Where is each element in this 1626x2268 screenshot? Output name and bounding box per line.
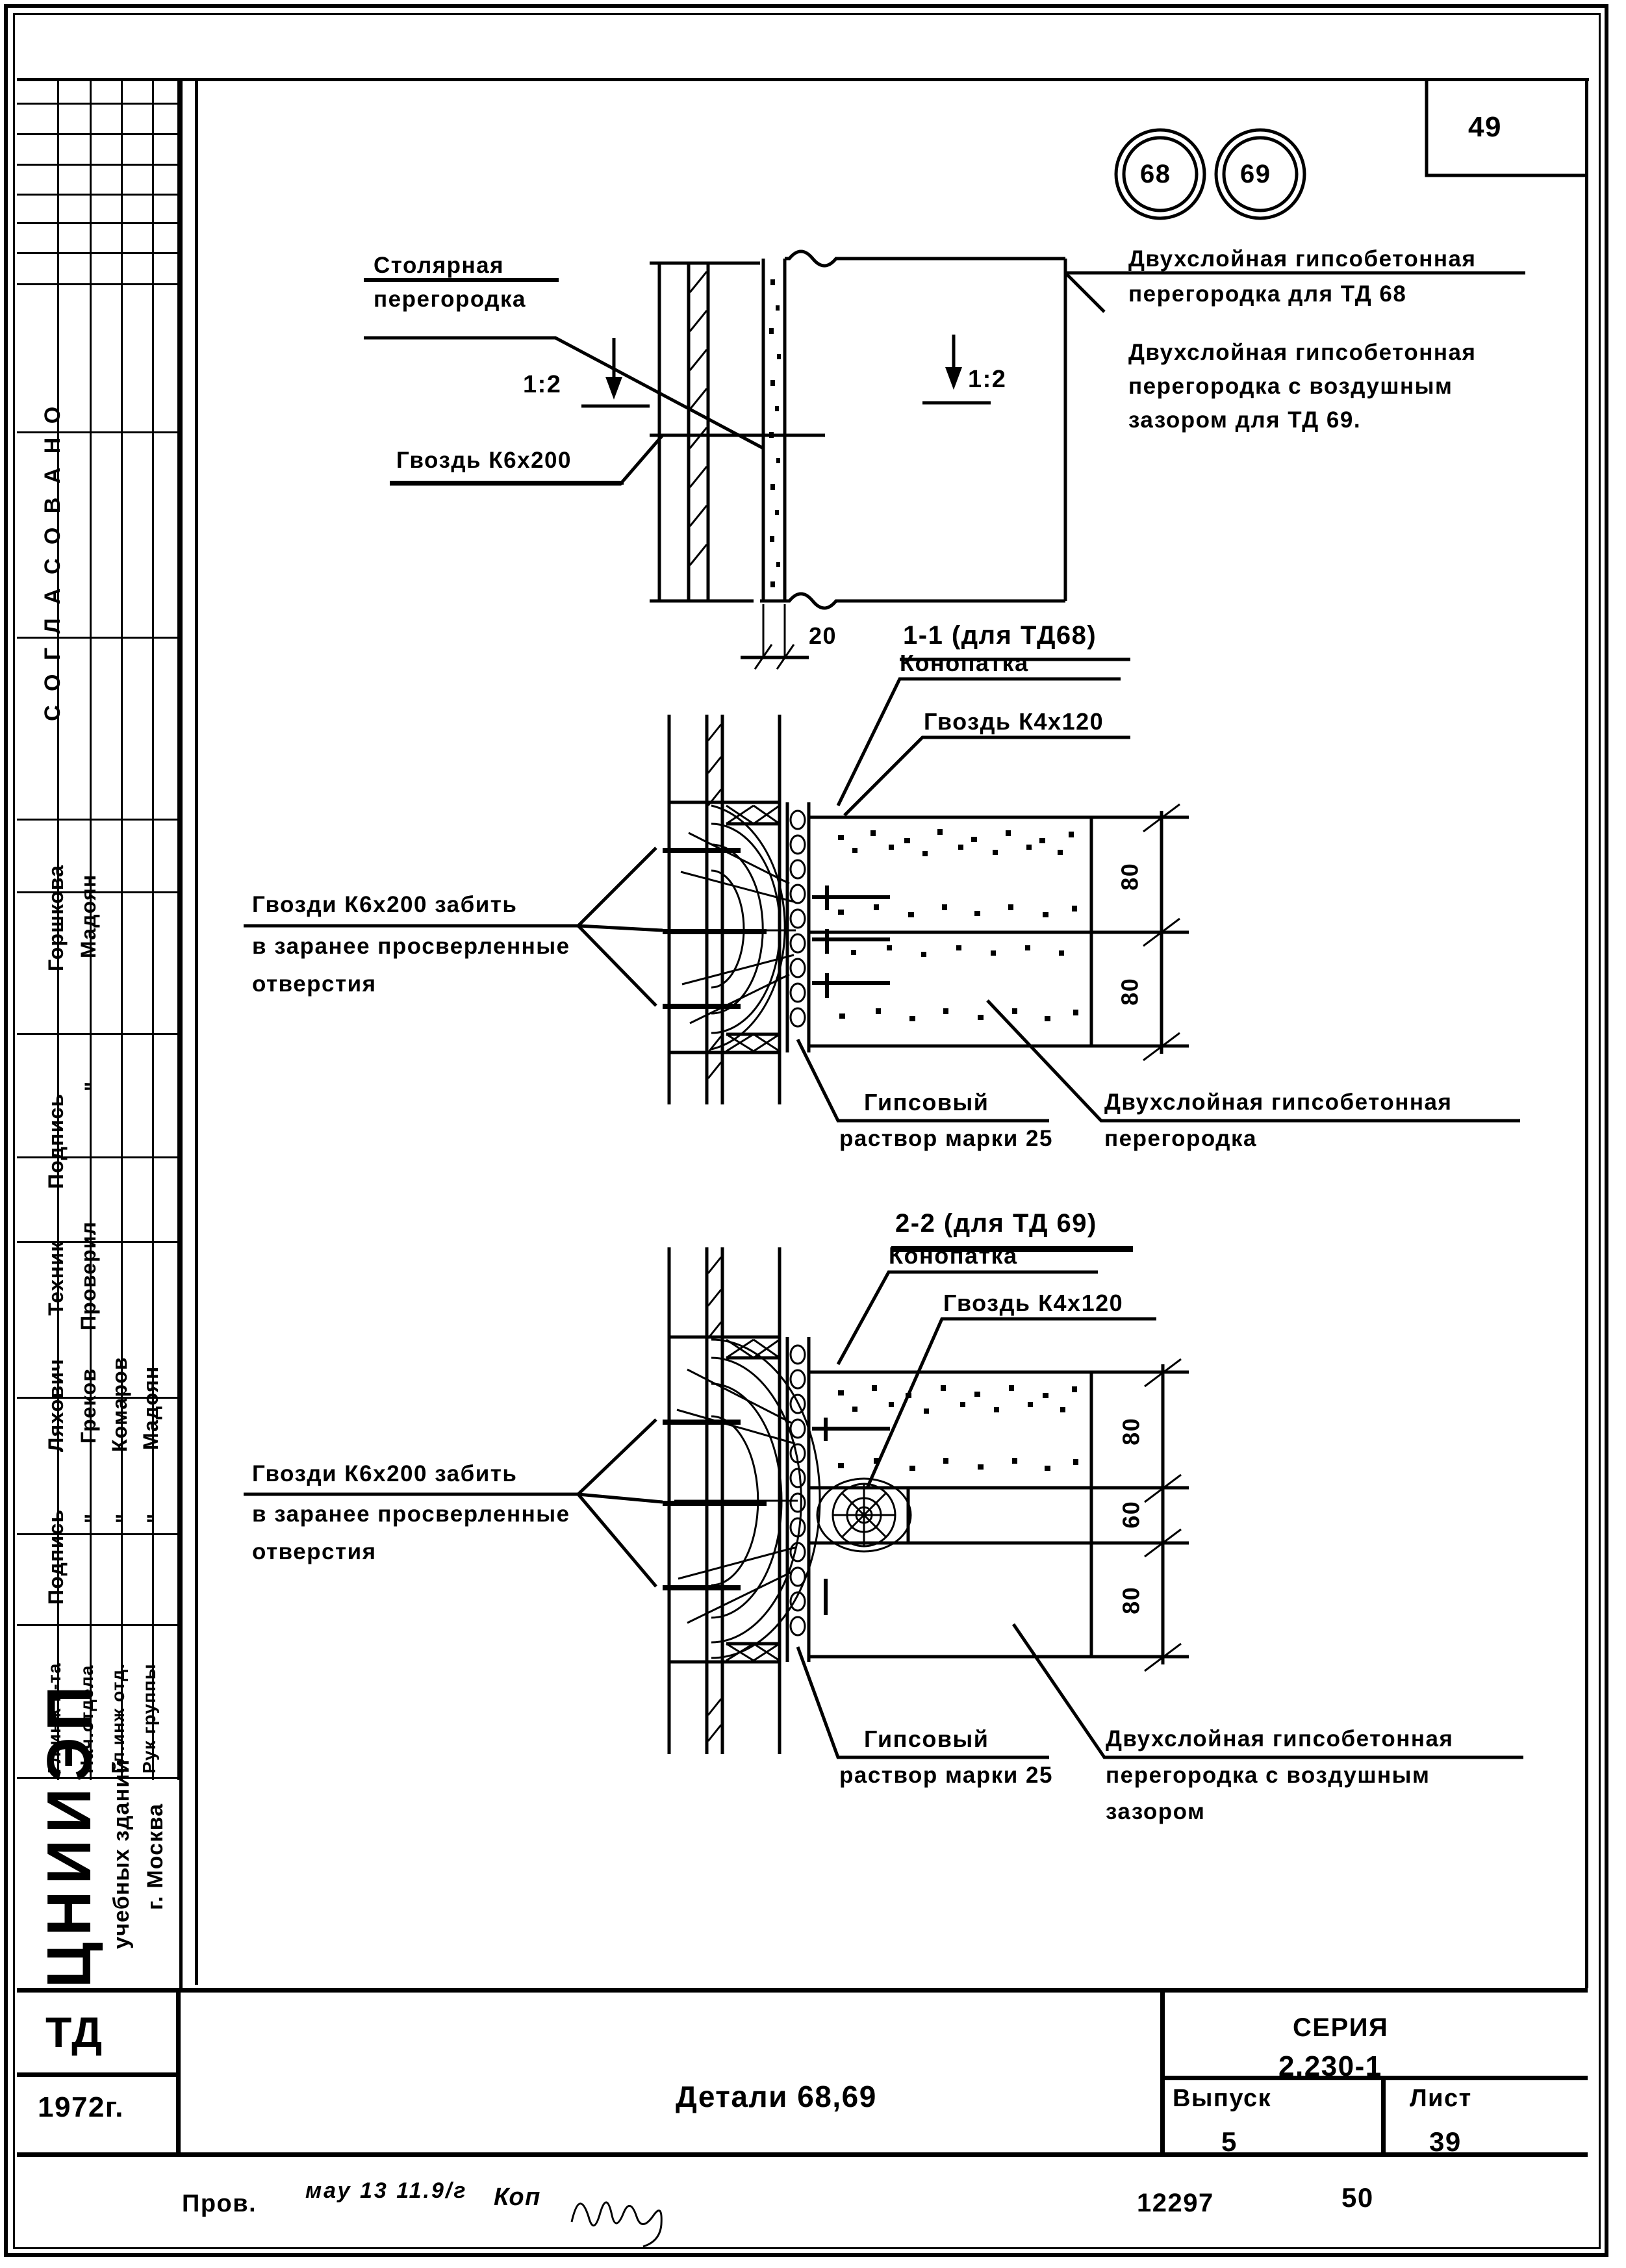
detail-3-section-title: 2-2 (для ТД 69) xyxy=(895,1209,1097,1238)
tb-div-series-issue xyxy=(1160,2076,1588,2080)
detail-3-label-gypsum-line2: раствор марки 25 xyxy=(839,1763,1053,1788)
titleblock-series-label: СЕРИЯ xyxy=(1293,2013,1389,2042)
titleblock-issue-label: Выпуск xyxy=(1173,2085,1272,2112)
tb-bottom-border xyxy=(17,2152,1588,2157)
detail-3-section-title-underline xyxy=(891,1246,1133,1252)
drawing-field-right-edge xyxy=(1585,78,1588,1988)
titleblock-sheet-value: 39 xyxy=(1429,2126,1462,2157)
detail-2-label-gypsum-line2: раствор марки 25 xyxy=(839,1126,1053,1151)
detail-1-label-partition68-line2: перегородка для ТД 68 xyxy=(1128,281,1407,307)
detail-1-slope-right: 1:2 xyxy=(968,366,1007,393)
detail-3-label-partition-line2: перегородка с воздушным xyxy=(1106,1763,1430,1788)
detail-1-label-joinery-line2: перегородка xyxy=(374,287,526,312)
detail-1-label-joinery-line1: Столярная xyxy=(374,253,505,278)
detail-2-label-nail: Гвоздь К4х120 xyxy=(924,708,1104,735)
page-number: 49 xyxy=(1468,111,1502,143)
detail-1-label-partition68-line1: Двухслойная гипсобетонная xyxy=(1128,246,1477,272)
detail-3-label-partition-line1: Двухслойная гипсобетонная xyxy=(1106,1726,1454,1752)
titleblock-sheet-label: Лист xyxy=(1410,2085,1472,2112)
titleblock-issue-value: 5 xyxy=(1221,2126,1238,2157)
titleblock-stamp-date: мау 13 11.9/г xyxy=(305,2178,468,2203)
detail-2-label-nails-line1: Гвозди К6х200 забить xyxy=(252,892,518,917)
detail-1-label-joinery-underline xyxy=(364,278,559,282)
detail-2-label-partition-line1: Двухслойная гипсобетонная xyxy=(1104,1089,1453,1115)
titleblock-order-number: 12297 xyxy=(1137,2189,1214,2217)
tb-div-issue-sheet xyxy=(1381,2076,1386,2157)
detail-1-section-title: 1-1 (для ТД68) xyxy=(903,621,1097,650)
detail-1-label-nail-underline xyxy=(390,481,624,485)
detail-1-label-partition69-line3: зазором для ТД 69. xyxy=(1128,407,1362,433)
detail-3-label-partition-line3: зазором xyxy=(1106,1799,1206,1824)
drawing-field-top-edge xyxy=(179,78,1589,81)
titleblock-series-value: 2.230-1 xyxy=(1278,2050,1382,2082)
detail-3-label-nail: Гвоздь К4х120 xyxy=(943,1290,1124,1316)
circle-mark-68: 68 xyxy=(1140,160,1171,188)
detail-2-label-partition-line2: перегородка xyxy=(1104,1126,1257,1151)
titleblock-page-footer: 50 xyxy=(1341,2182,1374,2213)
titleblock-copy-label: Коп xyxy=(494,2184,541,2211)
titleblock-checked-label: Пров. xyxy=(182,2190,257,2217)
detail-2-label-konopatka: Конопатка xyxy=(900,650,1029,676)
titleblock-code: ТД xyxy=(45,2008,103,2056)
approval-stamp-grid xyxy=(17,78,179,1780)
titleblock-drawing-title: Детали 68,69 xyxy=(676,2080,877,2113)
detail-3-label-gypsum-line1: Гипсовый xyxy=(864,1726,989,1752)
titleblock-year: 1972г. xyxy=(38,2091,125,2123)
detail-3-label-konopatka: Конопатка xyxy=(889,1242,1018,1269)
detail-2-label-nails-line2: в заранее просверленные xyxy=(252,934,570,959)
stamp-column-divider xyxy=(179,78,183,1988)
detail-2-label-nails-line3: отверстия xyxy=(252,971,377,997)
tb-top-border xyxy=(17,1988,1588,1993)
circle-mark-69: 69 xyxy=(1240,160,1271,188)
sheet-border-inner xyxy=(13,13,1601,2249)
detail-3-label-nails-line1: Гвозди К6х200 забить xyxy=(252,1461,518,1486)
tb-div-code-year xyxy=(17,2072,181,2077)
title-block xyxy=(17,1988,1588,2157)
detail-1-label-partition69-line2: перегородка с воздушным xyxy=(1128,374,1453,399)
drawing-field-left-edge xyxy=(195,78,198,1985)
detail-1-label-nail: Гвоздь К6х200 xyxy=(396,448,572,473)
detail-3-label-nails-line3: отверстия xyxy=(252,1539,377,1564)
detail-1-label-partition69-line1: Двухслойная гипсобетонная xyxy=(1128,340,1477,365)
sheet-border-outer xyxy=(4,4,1608,2257)
detail-3-label-nails-line2: в заранее просверленные xyxy=(252,1501,570,1527)
tb-div-series xyxy=(1160,1988,1165,2157)
detail-1-slope-left: 1:2 xyxy=(523,371,562,398)
detail-2-label-gypsum-line1: Гипсовый xyxy=(864,1089,989,1115)
detail-1-dimension-20: 20 xyxy=(809,622,837,649)
